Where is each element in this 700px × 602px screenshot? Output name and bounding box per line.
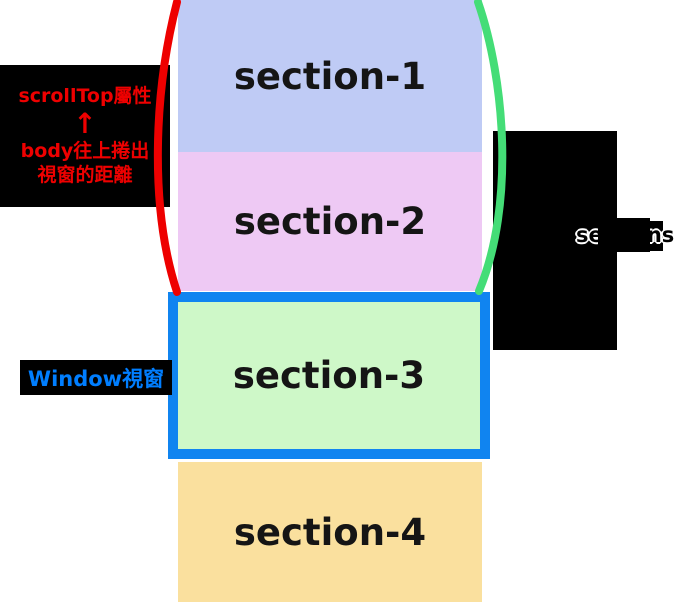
window-viewport-frame: section-3 xyxy=(168,292,490,459)
scrolltop-description-line-1: body往上捲出 xyxy=(20,139,150,162)
sections-annotation-box xyxy=(493,131,617,350)
section-4-label: section-4 xyxy=(233,510,427,554)
window-label-box: Window視窗 xyxy=(20,360,172,395)
section-1-label: section-1 xyxy=(233,54,427,98)
section-1-block: section-1 xyxy=(178,0,482,152)
scrolltop-attribute-label: scrollTop屬性 xyxy=(18,84,152,107)
section-3-label: section-3 xyxy=(232,354,426,397)
section-2-block: section-2 xyxy=(178,152,482,291)
scrolltop-annotation-box: scrollTop屬性 ↑ body往上捲出 視窗的距離 xyxy=(0,65,170,207)
sections-label-mask xyxy=(598,218,650,252)
up-arrow-icon: ↑ xyxy=(73,107,97,141)
window-label: Window視窗 xyxy=(27,366,165,391)
section-4-block: section-4 xyxy=(178,462,482,602)
scrolltop-description-line-2: 視窗的距離 xyxy=(37,163,133,186)
section-2-label: section-2 xyxy=(233,200,427,243)
